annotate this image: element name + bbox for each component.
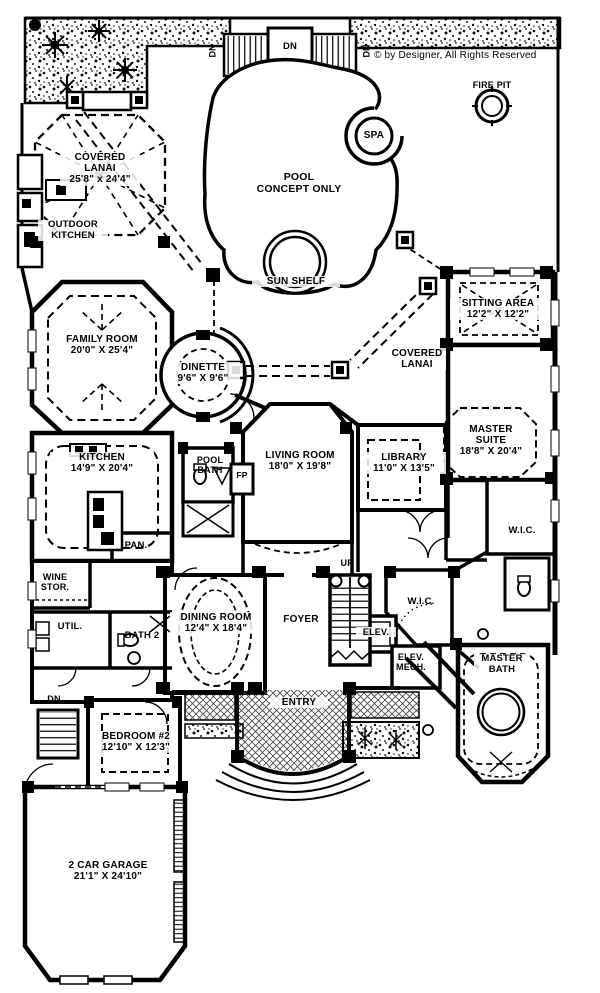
bath-fixtures — [35, 463, 531, 737]
master-suite-walls — [445, 342, 558, 483]
master-bath-walls — [455, 642, 551, 785]
garage-details — [55, 786, 186, 985]
dining-room-label: DINING ROOM 12'4" X 18'4" — [170, 612, 262, 635]
elev-mech-label: ELEV. MECH. — [396, 652, 426, 673]
family-room-label: FAMILY ROOM 20'0" X 25'4" — [52, 334, 152, 357]
up-label: UP — [340, 558, 354, 568]
library-label: LIBRARY 11'0" X 13'5" — [362, 452, 446, 475]
spa-label: SPA — [363, 130, 385, 141]
copyright-text: © by Designer, All Rights Reserved — [374, 50, 537, 61]
master-bath-label: MASTER BATH — [474, 653, 530, 676]
dn-left-label: DN — [207, 44, 218, 58]
garage-walls — [22, 784, 188, 983]
walls — [22, 269, 558, 983]
outdoor-kitchen-fixtures — [16, 153, 87, 269]
wall-piers — [22, 266, 557, 793]
entry-court — [184, 688, 420, 801]
garage-label: 2 CAR GARAGE 21'1" X 24'10" — [68, 860, 148, 883]
kitchen-label: KITCHEN 14'9" X 20'4" — [50, 452, 154, 475]
pantry-label: PAN. — [124, 540, 148, 551]
dinette-label: DINETTE 9'6" X 9'6" — [166, 362, 240, 385]
tub-fixture — [476, 687, 526, 737]
wine-storage-label: WINE STOR. — [40, 572, 70, 593]
bedroom2-label: BEDROOM #2 12'10" X 12'3" — [94, 731, 178, 754]
stairs-down-hall — [36, 708, 80, 760]
living-room-label: LIVING ROOM 18'0" X 19'8" — [265, 450, 335, 473]
sun-shelf-label: SUN SHELF — [252, 276, 340, 288]
wic-hall-label: W.I.C. — [407, 596, 435, 607]
fireplace-label: FP — [236, 470, 248, 480]
wic-master-walls — [485, 478, 557, 556]
lanai-left-label: COVERED LANAI 25'8" x 24'4" — [60, 152, 140, 186]
elevator-label: ELEV. — [356, 627, 396, 638]
entry-steps — [235, 754, 351, 776]
planting-beds — [23, 16, 562, 105]
sitting-area-label: SITTING AREA 12'2" X 12'2" — [450, 298, 546, 321]
fireplace — [229, 462, 255, 496]
wic-master-label: W.I.C. — [508, 525, 536, 536]
pool-label: POOL CONCEPT ONLY — [256, 171, 342, 195]
windows — [27, 267, 560, 792]
living-room-walls — [241, 402, 354, 544]
utility-label: UTIL. — [57, 621, 83, 632]
bath2-label: BATH 2 — [124, 630, 160, 641]
dn-right-label: DN — [361, 44, 372, 58]
dn-top-label: DN — [282, 41, 298, 52]
fire-pit-circle — [472, 86, 512, 126]
dn-hall-label: DN — [47, 694, 61, 704]
pool-bath-label: POOL BATH — [196, 455, 224, 476]
pool-outline — [202, 57, 399, 295]
shrub-icon — [357, 727, 403, 750]
service-walls — [30, 559, 174, 704]
dinette-bay-window — [219, 326, 255, 424]
stairs-up — [328, 573, 372, 667]
foyer-label: FOYER — [283, 614, 319, 625]
master-suite-label: MASTER SUITE 18'8" X 20'4" — [459, 424, 523, 458]
lanai-right-label: COVERED LANAI — [388, 348, 446, 371]
entry-label: ENTRY — [270, 697, 328, 709]
outdoor-kitchen-label: OUTDOOR KITCHEN — [38, 219, 108, 242]
spa-circle — [354, 116, 394, 156]
fire-pit-label: FIRE PIT — [472, 80, 512, 90]
sink-fixture — [127, 651, 141, 665]
